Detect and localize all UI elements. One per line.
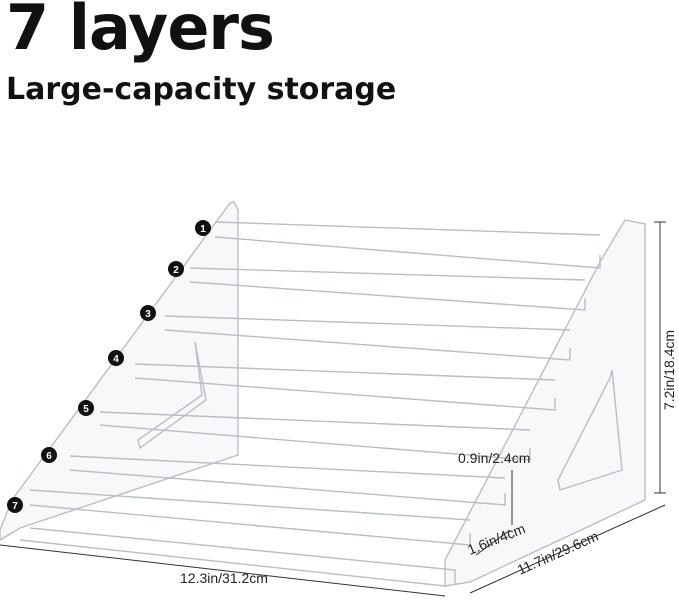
layer-badge: 1 [195,220,211,236]
layer-badge: 5 [78,400,94,416]
step-height-dimension-label: 0.9in/2.4cm [458,450,530,466]
width-dimension-label: 12.3in/31.2cm [180,570,268,586]
shelf-steps [19,221,601,587]
height-dimension-label: 7.2in/18.4cm [661,330,677,410]
layer-badges: 1 2 3 4 5 6 7 [7,220,211,513]
headline-title: 7 layers [6,0,275,64]
organizer-frame [0,201,646,587]
svg-text:6: 6 [46,451,52,462]
svg-text:7: 7 [12,501,18,512]
dimension-lines [0,221,666,597]
svg-text:3: 3 [145,309,151,320]
svg-text:5: 5 [83,404,89,415]
svg-text:4: 4 [113,354,119,365]
headline-subtitle: Large-capacity storage [6,72,397,107]
svg-text:1: 1 [200,224,206,235]
svg-text:2: 2 [173,265,179,276]
layer-badge: 4 [108,350,124,366]
layer-badge: 6 [41,447,57,463]
layer-badge: 3 [140,305,156,321]
layer-badge: 7 [7,497,23,513]
layer-badge: 2 [168,261,184,277]
